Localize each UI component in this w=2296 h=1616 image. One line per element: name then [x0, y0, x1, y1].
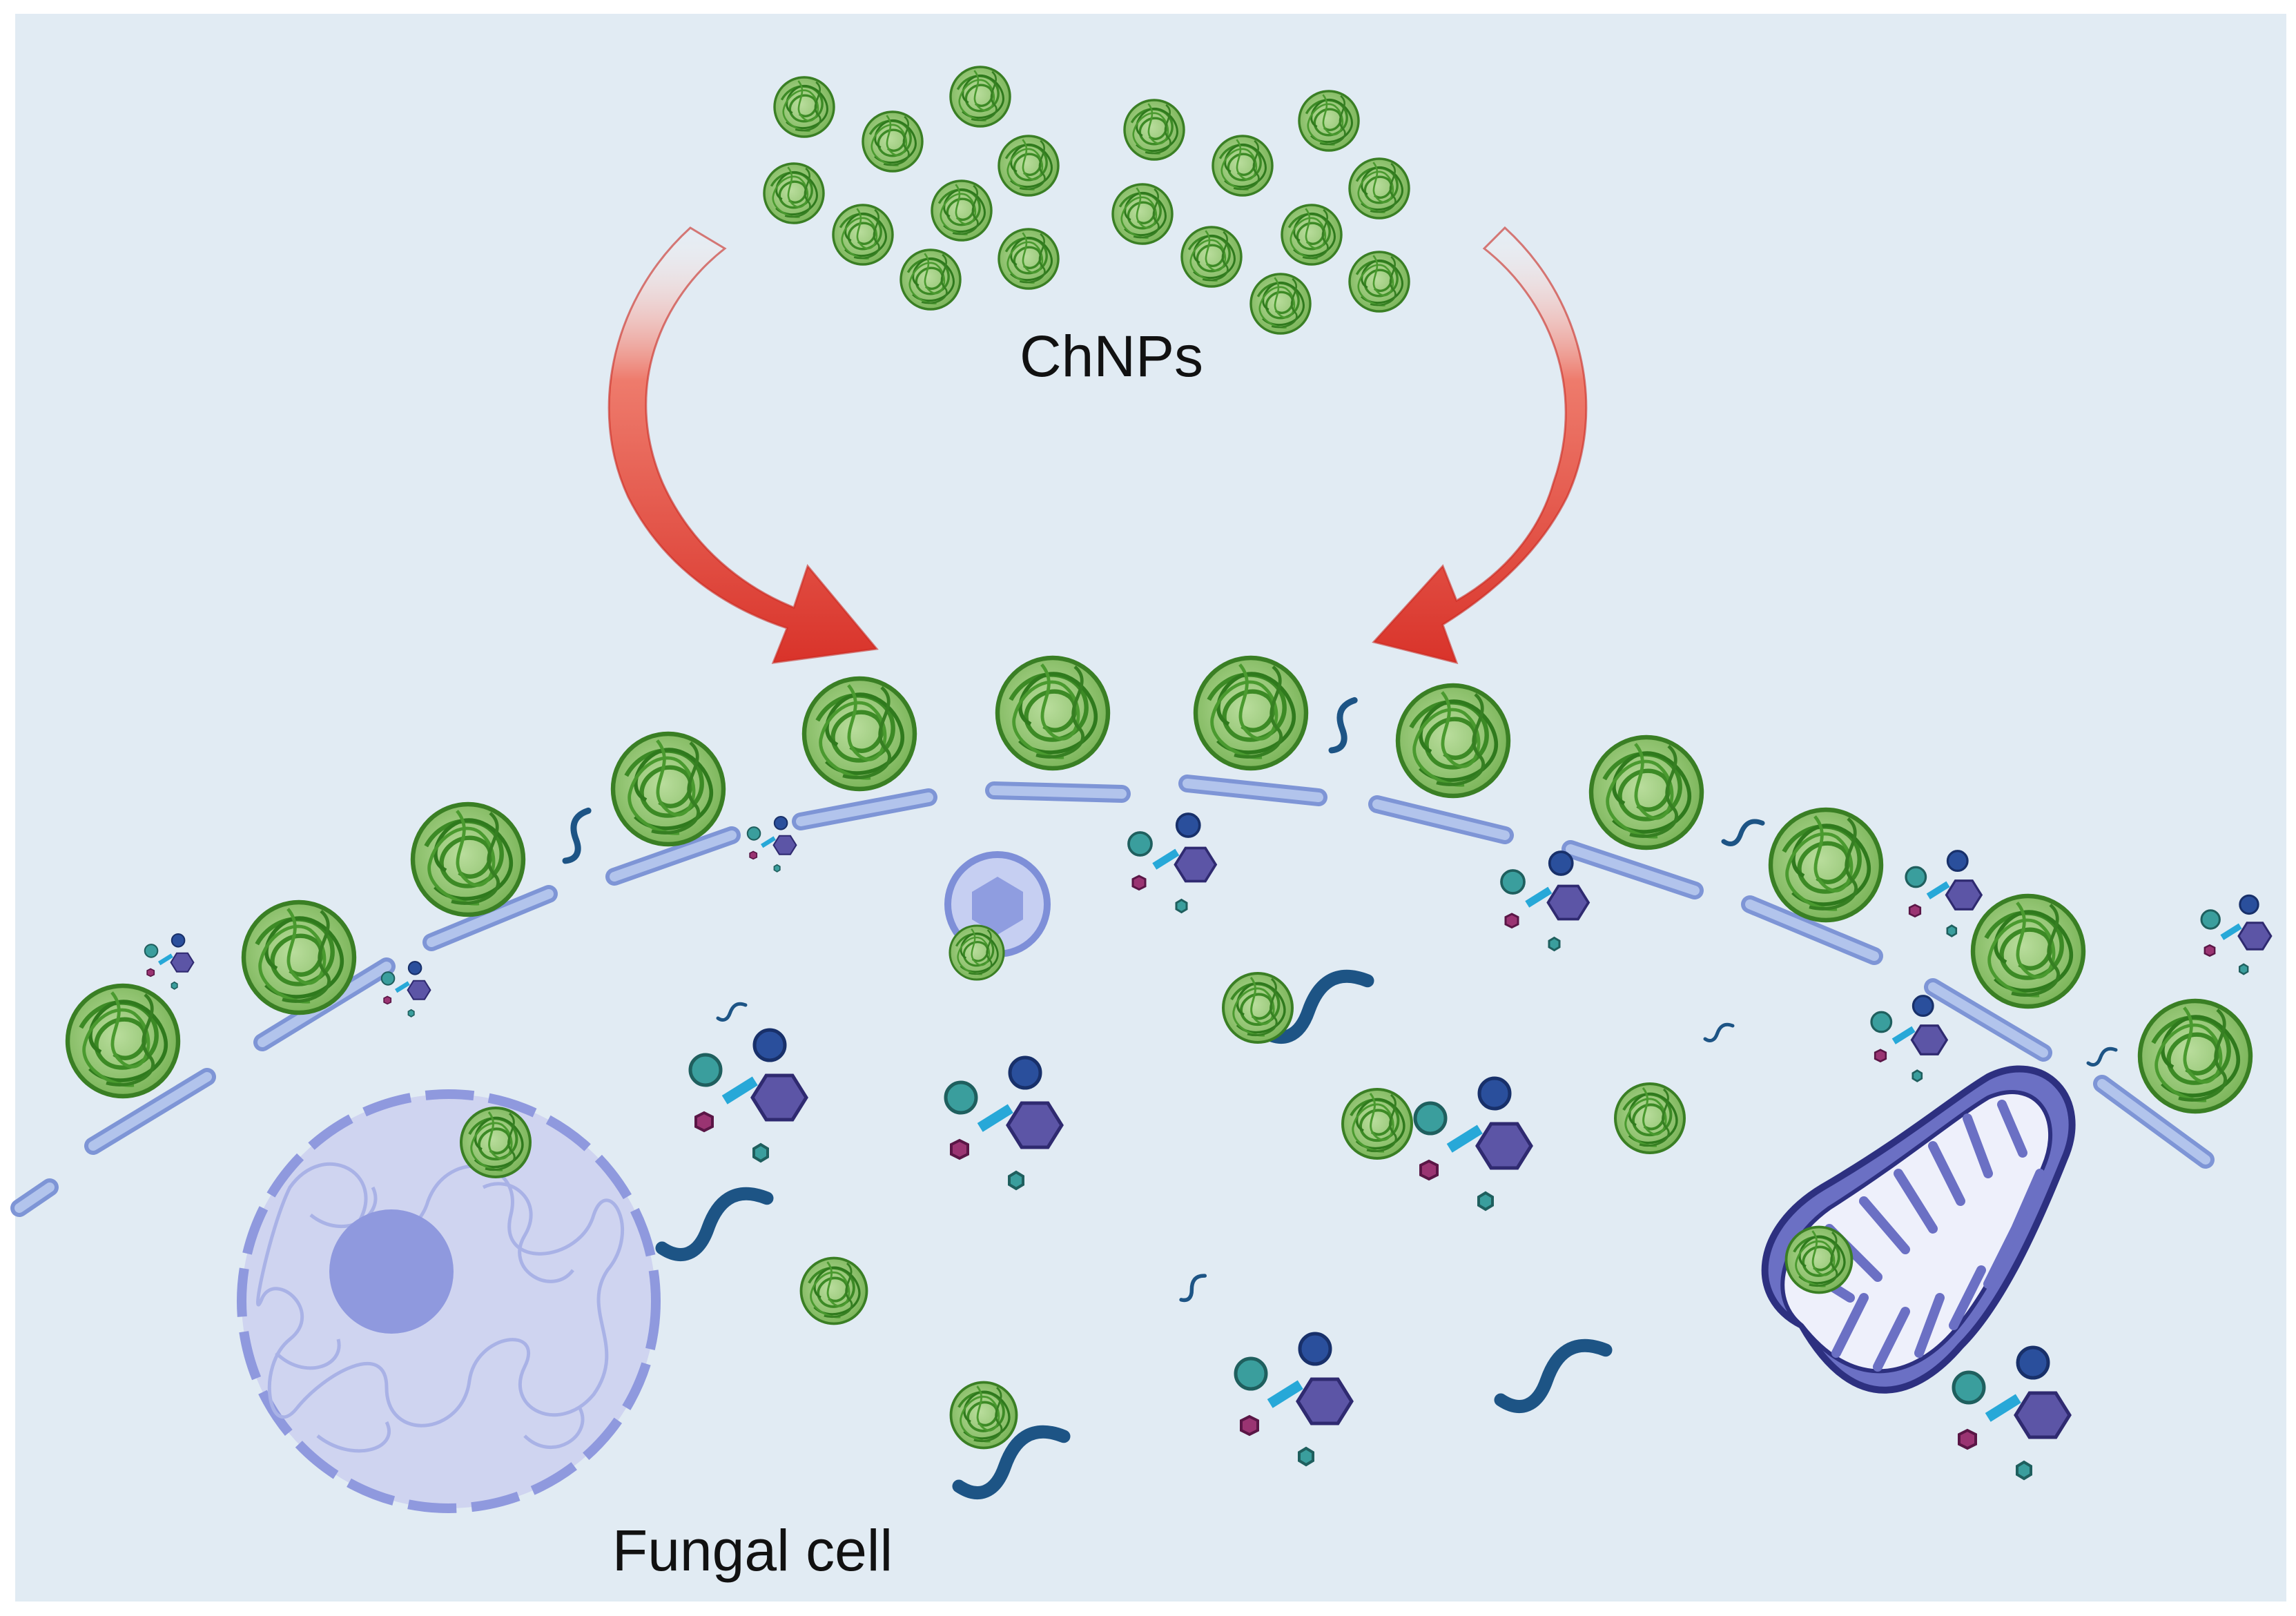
chitosan-nanoparticle-icon: [948, 924, 1005, 981]
mitochondrion-icon: [1761, 1065, 2076, 1394]
chitosan-nanoparticle-icon: [244, 902, 354, 1013]
chitosan-nanoparticle-icon: [763, 162, 825, 224]
chitosan-nanoparticle-icon: [2140, 1001, 2250, 1111]
chitosan-nanoparticle-icon: [1398, 685, 1508, 796]
chitosan-nanoparticle-icon: [413, 804, 523, 915]
chitosan-nanoparticle-icon: [1111, 183, 1174, 245]
chitosan-nanoparticle-icon: [998, 228, 1060, 290]
chitosan-nanoparticle-icon: [1212, 135, 1274, 197]
chitosan-nanoparticle-icon: [1348, 251, 1410, 313]
uptake-arrow-left-icon: [607, 226, 879, 664]
chitosan-nanoparticle-icon: [613, 734, 723, 844]
cell-label: Fungal cell: [612, 1518, 893, 1583]
chitosan-nanoparticle-icon: [998, 658, 1108, 768]
chitosan-nanoparticle-icon: [773, 76, 835, 138]
nucleus-icon: [237, 1089, 661, 1513]
chitosan-nanoparticle-icon: [1341, 1088, 1413, 1160]
chitosan-nanoparticle-icon: [460, 1107, 532, 1178]
chitosan-nanoparticle-icon: [1222, 972, 1294, 1044]
chitosan-nanoparticle-icon: [1348, 157, 1410, 220]
chitosan-nanoparticle-icon: [832, 204, 894, 266]
chitosan-nanoparticle-icon: [862, 110, 924, 173]
vesicle-icon: [944, 851, 1051, 981]
chitosan-nanoparticle-icon: [1196, 658, 1306, 768]
uptake-arrow-right-icon: [1372, 226, 1588, 665]
chitosan-nanoparticle-icon: [1281, 204, 1343, 266]
chitosan-nanoparticle-icon: [931, 179, 993, 242]
chitosan-nanoparticle-icon: [949, 1381, 1018, 1450]
chitosan-nanoparticle-icon: [1123, 99, 1185, 161]
chitosan-nanoparticle-icon: [1249, 273, 1312, 335]
chitosan-nanoparticle-icon: [1614, 1082, 1686, 1154]
chitosan-nanoparticle-icon: [1298, 90, 1360, 152]
chitosan-nanoparticle-icon: [799, 1256, 868, 1325]
chitosan-nanoparticle-icon: [1591, 737, 1702, 848]
chitosan-nanoparticle-icon: [1784, 1225, 1854, 1294]
chitosan-nanoparticle-icon: [1771, 810, 1881, 920]
chitosan-nanoparticle-icon: [949, 66, 1011, 128]
chitosan-nanoparticle-icon: [998, 135, 1060, 197]
chitosan-nanoparticle-icon: [1180, 226, 1243, 288]
chitosan-nanoparticle-icon: [68, 986, 178, 1096]
chitosan-nanoparticle-icon: [804, 679, 915, 789]
chitosan-nanoparticle-icon: [1973, 896, 2083, 1006]
chitosan-nanoparticle-icon: [899, 249, 962, 311]
nanoparticles-label: ChNPs: [1020, 324, 1203, 389]
